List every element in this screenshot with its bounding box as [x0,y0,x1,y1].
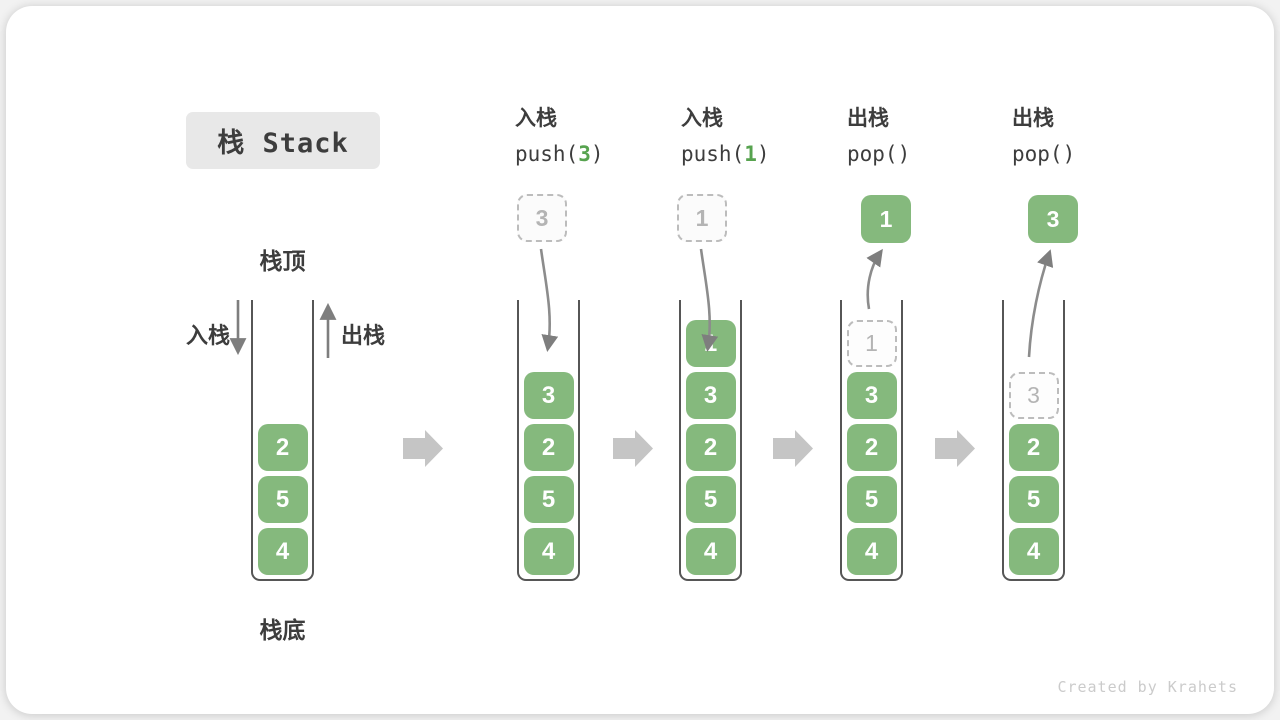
operand-value: 3 [535,204,549,231]
operation-code: pop() [847,141,1007,167]
operand-box-pop-1: 1 [861,195,911,243]
operand-value: 1 [879,205,893,232]
stack-cell: 3 [685,372,736,419]
stack-container-5: 3 2 5 4 [1002,300,1065,581]
stack-container-3: 1 3 2 5 4 [679,300,742,581]
code-pre: pop() [847,142,911,166]
operation-code: pop() [1012,141,1172,167]
stack-cell: 2 [1008,424,1059,471]
code-pre: push( [681,142,745,166]
stack-cell: 4 [523,528,574,575]
stack-cell: 3 [846,372,897,419]
stack-container-1: 2 5 4 [251,300,314,581]
stack-cell: 2 [523,424,574,471]
stack-cell: 5 [257,476,308,523]
stack-container-2: 3 2 5 4 [517,300,580,581]
operation-header-pop-1: 出栈 pop() [847,106,1007,167]
code-pre: push( [515,142,579,166]
operand-value: 1 [695,204,709,231]
operation-name: 入栈 [515,107,557,130]
stack-cell: 1 [685,320,736,367]
stack-cell-ghost: 3 [1008,372,1059,419]
stack-cell: 5 [685,476,736,523]
stack-cell: 5 [846,476,897,523]
diagram-title: 栈 Stack [186,112,380,169]
stack-bottom-label: 栈底 [259,617,306,643]
operand-box-push-1: 1 [677,194,727,242]
stack-cell: 4 [846,528,897,575]
operation-name: 入栈 [681,107,723,130]
code-post: ) [590,142,604,166]
code-arg: 3 [578,142,591,166]
code-pre: pop() [1012,142,1076,166]
operation-code: push(1) [681,141,841,167]
stack-cell: 4 [1008,528,1059,575]
operation-name: 出栈 [847,107,889,130]
code-post: ) [756,142,770,166]
stack-cell: 2 [257,424,308,471]
code-arg: 1 [744,142,757,166]
stack-cell-ghost: 1 [846,320,897,367]
stack-cell: 4 [685,528,736,575]
operand-box-push-3: 3 [517,194,567,242]
operation-header-push-3: 入栈 push(3) [515,106,675,167]
push-side-label: 入栈 [185,323,230,348]
stack-cell: 3 [523,372,574,419]
operation-header-pop-2: 出栈 pop() [1012,106,1172,167]
stack-cell: 5 [523,476,574,523]
stack-cell: 2 [846,424,897,471]
stack-container-4: 1 3 2 5 4 [840,300,903,581]
operand-value: 3 [1046,205,1060,232]
stack-cell: 5 [1008,476,1059,523]
operation-name: 出栈 [1012,107,1054,130]
operation-code: push(3) [515,141,675,167]
pop-side-label: 出栈 [341,323,386,348]
watermark: Created by Krahets [1057,678,1238,696]
stack-top-label: 栈顶 [259,248,306,274]
operand-box-pop-3: 3 [1028,195,1078,243]
stack-cell: 2 [685,424,736,471]
operation-header-push-1: 入栈 push(1) [681,106,841,167]
title-label: 栈 Stack [217,128,349,159]
stack-cell: 4 [257,528,308,575]
